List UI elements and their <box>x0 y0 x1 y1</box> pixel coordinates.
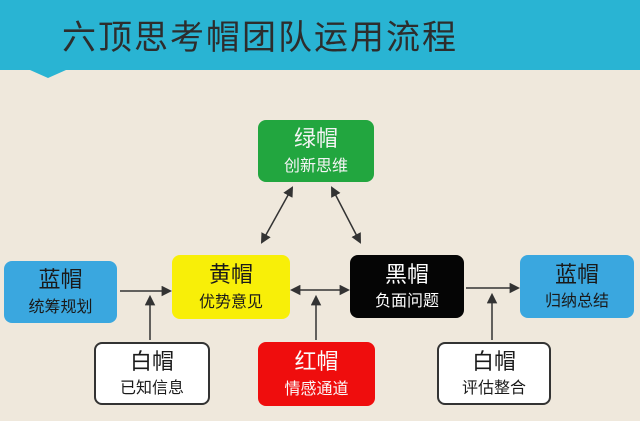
node-red-hat: 红帽 情感通道 <box>258 342 375 406</box>
node-yellow-hat: 黄帽 优势意见 <box>172 255 290 319</box>
node-hat-label: 蓝帽 <box>554 262 599 288</box>
node-role-label: 创新思维 <box>283 155 348 175</box>
title-banner: 六顶思考帽团队运用流程 <box>0 0 640 78</box>
node-hat-label: 红帽 <box>294 350 339 376</box>
node-hat-label: 黑帽 <box>384 262 429 288</box>
node-hat-label: 白帽 <box>471 349 516 375</box>
node-hat-label: 白帽 <box>129 349 174 375</box>
page-title: 六顶思考帽团队运用流程 <box>62 18 458 58</box>
node-role-label: 评估整合 <box>461 378 526 398</box>
node-white-hat-right: 白帽 评估整合 <box>437 342 551 405</box>
node-role-label: 已知信息 <box>119 378 184 398</box>
node-white-hat-left: 白帽 已知信息 <box>94 342 210 405</box>
node-blue-hat-left: 蓝帽 统筹规划 <box>4 261 117 323</box>
node-role-label: 负面问题 <box>374 291 439 311</box>
node-hat-label: 蓝帽 <box>38 268 83 294</box>
node-role-label: 优势意见 <box>198 291 263 311</box>
node-black-hat: 黑帽 负面问题 <box>350 255 464 318</box>
banner-shape <box>0 0 640 78</box>
node-role-label: 归纳总结 <box>544 291 609 311</box>
arrow-green-black <box>331 186 361 244</box>
node-role-label: 情感通道 <box>284 378 349 398</box>
arrow-green-yellow <box>260 186 294 244</box>
node-hat-label: 黄帽 <box>208 263 253 289</box>
node-blue-hat-right: 蓝帽 归纳总结 <box>520 255 634 318</box>
node-green-hat: 绿帽 创新思维 <box>258 120 374 182</box>
node-role-label: 统筹规划 <box>28 296 93 316</box>
node-hat-label: 绿帽 <box>293 127 338 153</box>
